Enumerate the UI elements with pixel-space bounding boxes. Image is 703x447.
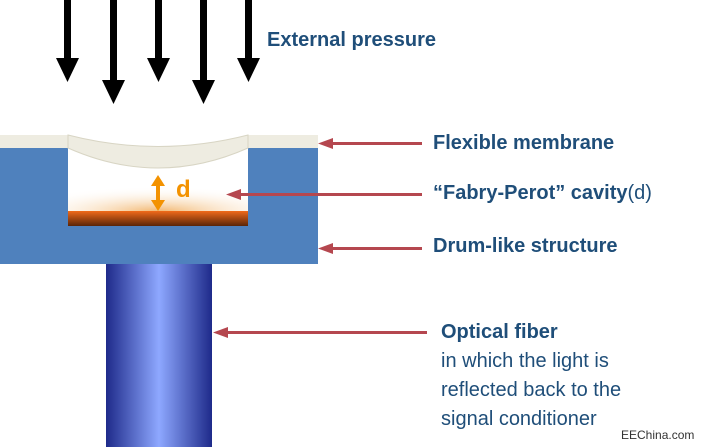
optical-fiber (106, 262, 212, 447)
pointer-arrow-membrane (318, 138, 422, 149)
watermark: EEChina.com (621, 428, 695, 442)
pressure-arrow-2 (102, 0, 125, 104)
pressure-arrow-3 (147, 0, 170, 82)
label-flexible-membrane: Flexible membrane (433, 132, 615, 154)
label-cavity-symbol: (d) (627, 182, 652, 204)
pressure-arrows (56, 0, 260, 104)
pointer-arrow-drum (318, 243, 422, 254)
label-cavity: “Fabry-Perot” cavity(d) (433, 182, 652, 205)
cavity-mirror (68, 211, 248, 226)
label-cavity-title: “Fabry-Perot” cavity (433, 182, 628, 204)
label-external-pressure: External pressure (267, 29, 436, 51)
gap-arrow-icon (151, 175, 165, 211)
drum-structure (0, 148, 318, 264)
pressure-arrow-4 (192, 0, 215, 104)
label-fiber-desc-3: signal conditioner (441, 408, 597, 430)
pressure-arrow-5 (237, 0, 260, 82)
pointer-arrow-cavity (226, 189, 422, 200)
flexible-membrane (0, 134, 318, 169)
label-fiber-desc-1: in which the light is (441, 350, 609, 372)
pointer-arrow-fiber (213, 327, 427, 338)
label-drum-structure: Drum-like structure (433, 235, 618, 257)
label-optical-fiber: Optical fiber (441, 321, 558, 343)
gap-label: d (176, 176, 191, 203)
label-fiber-desc-2: reflected back to the (441, 379, 622, 401)
pressure-arrow-1 (56, 0, 79, 82)
